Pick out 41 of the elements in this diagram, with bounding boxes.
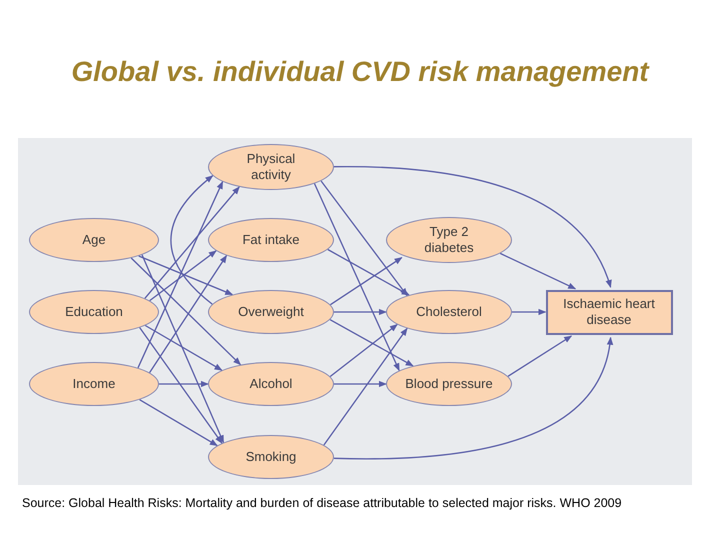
arrow <box>130 258 242 366</box>
arrow <box>138 255 234 296</box>
node-label: Cholesterol <box>416 304 482 320</box>
arrow <box>512 308 546 316</box>
arrow <box>149 250 217 302</box>
arrow <box>144 324 222 371</box>
node-label: Overweight <box>238 304 304 320</box>
arrow <box>320 180 408 296</box>
node-label: Physical activity <box>246 151 296 183</box>
node-label: Smoking <box>246 449 296 465</box>
arrow <box>159 380 209 388</box>
arrow <box>500 252 576 290</box>
arrow <box>327 248 410 296</box>
arrow <box>141 254 224 444</box>
node-label: Fat intake <box>242 232 300 248</box>
arrow <box>323 328 408 446</box>
node-label: Type 2 diabetes <box>423 224 475 256</box>
node-label: Education <box>65 304 123 320</box>
source-note: Source: Global Health Risks: Mortality and burden of disease attributable to selected major risks. WHO 2009 <box>22 495 622 512</box>
arrow <box>334 308 387 316</box>
arrow <box>330 319 414 366</box>
arrow <box>139 399 218 446</box>
slide-title: Global vs. individual CVD risk management <box>70 55 650 89</box>
node-label: Age <box>82 232 106 248</box>
arrow <box>334 166 612 288</box>
node-label: Alcohol <box>250 376 292 392</box>
arrow <box>314 183 400 372</box>
arrow <box>334 380 387 388</box>
outcome-box <box>546 290 672 334</box>
arrow <box>149 254 228 373</box>
arrow <box>170 175 214 305</box>
arrow <box>508 335 572 377</box>
arrow <box>330 257 402 306</box>
arrow <box>330 324 398 378</box>
arrow <box>334 336 613 460</box>
arrow <box>139 327 223 444</box>
node-label: Income <box>72 376 116 392</box>
node-label: Ischaemic heart disease <box>562 296 656 328</box>
arrow <box>137 180 224 368</box>
arrow <box>144 186 240 299</box>
node-label: Blood pressure <box>405 376 493 392</box>
